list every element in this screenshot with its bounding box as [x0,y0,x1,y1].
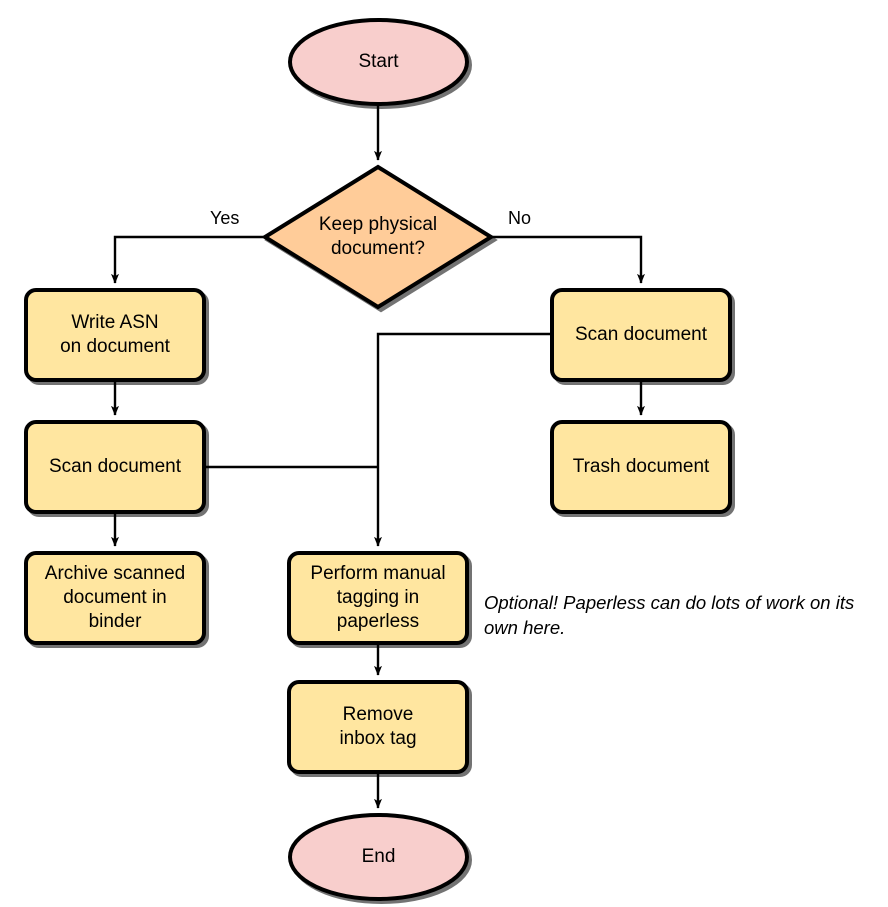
node-layer [24,18,732,901]
node-trash-document[interactable] [550,420,732,514]
node-scan-document-right[interactable] [550,288,732,382]
node-archive-binder[interactable] [24,551,206,645]
node-end[interactable] [288,813,469,901]
edge-decision-yes-to-write-asn [111,235,265,284]
node-scan-document-left[interactable] [24,420,206,514]
node-write-asn[interactable] [24,288,206,382]
node-start[interactable] [288,18,469,106]
node-manual-tagging[interactable] [287,551,469,645]
edge-decision-no-to-scan-right [491,235,645,284]
edge-scan-right-to-manual-tagging [374,332,552,547]
connector-layer [111,104,645,809]
node-decision-keep-physical[interactable] [261,164,495,310]
node-remove-inbox-tag[interactable] [287,680,469,774]
